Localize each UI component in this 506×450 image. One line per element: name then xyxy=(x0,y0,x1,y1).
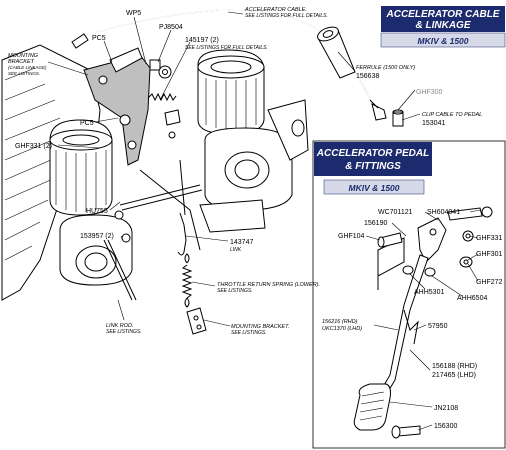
label-accel-cable-1: ACCELERATOR CABLE. xyxy=(244,7,307,13)
label-hu755: HU755 xyxy=(86,208,108,215)
label-ghf301: GHF301 xyxy=(476,251,503,258)
label-pj8504: PJ8504 xyxy=(159,24,183,31)
label-ferrule-2: 156638 xyxy=(356,73,379,80)
part-labels: WP5 PC5 PJ8504 MOUNTING BRACKET (CABLE L… xyxy=(8,7,503,430)
pedal-panel-title-1: ACCELERATOR PEDAL xyxy=(316,148,429,159)
carburettor-assembly-illustration xyxy=(1,44,309,335)
leader-lines xyxy=(47,11,481,431)
label-156300: 156300 xyxy=(434,423,457,430)
cable-panel-title-1: ACCELERATOR CABLE xyxy=(386,9,500,20)
label-156190: 156190 xyxy=(364,220,387,227)
label-link: LINK xyxy=(230,247,242,253)
label-ghf300: GHF300 xyxy=(416,89,443,96)
label-145197: 145197 (2) xyxy=(185,37,219,44)
label-link-rod-2: SEE LISTINGS. xyxy=(106,329,142,335)
label-156216-rhd: 156216 (RHD) xyxy=(322,319,358,325)
label-ahh5301: AHH5301 xyxy=(414,289,444,296)
label-mounting-bracket-low-1: MOUNTING BRACKET. xyxy=(231,324,289,330)
pedal-illustration xyxy=(353,206,493,439)
label-ghf272: GHF272 xyxy=(476,279,503,286)
label-clip-cable-1: CLIP CABLE TO PEDAL xyxy=(422,112,482,118)
label-ghf104: GHF104 xyxy=(338,233,365,240)
label-145197-note: SEE LISTINGS FOR FULL DETAILS. xyxy=(185,45,268,51)
label-ahh6504: AHH6504 xyxy=(457,295,487,302)
label-throttle-2: SEE LISTINGS. xyxy=(217,288,253,294)
label-mounting-bracket-top-4: SEE LISTINGS. xyxy=(8,71,40,76)
label-link-rod-1: LINK ROD. xyxy=(106,323,134,329)
label-217465: 217465 (LHD) xyxy=(432,372,476,379)
label-accel-cable-2: SEE LISTINGS FOR FULL DETAILS. xyxy=(245,13,328,19)
pedal-panel-subtitle: MKIV & 1500 xyxy=(348,183,399,193)
label-pc5-mid: PC5 xyxy=(80,120,94,127)
label-143747: 143747 xyxy=(230,239,253,246)
label-jn2108: JN2108 xyxy=(434,405,458,412)
label-clip-cable-2: 153041 xyxy=(422,120,445,127)
cable-panel-header: ACCELERATOR CABLE & LINKAGE MKIV & 1500 xyxy=(380,6,506,48)
label-wc701121: WC701121 xyxy=(378,209,413,216)
cable-panel-subtitle: MKIV & 1500 xyxy=(417,36,468,46)
label-sh604041: SH604041 xyxy=(427,209,460,216)
ferrule xyxy=(317,26,356,79)
pedal-panel-title-2: & FITTINGS xyxy=(345,161,401,172)
label-mounting-bracket-top-3: (CABLE LINKAGE) xyxy=(8,65,47,70)
cable-panel-title-2: & LINKAGE xyxy=(416,20,471,31)
label-throttle-1: THROTTLE RETURN SPRING (LOWER). xyxy=(217,282,320,288)
label-ukc1370-lhd: UKC1370 (LHD) xyxy=(322,326,362,332)
label-mounting-bracket-low-2: SEE LISTINGS. xyxy=(231,330,267,336)
label-57950: 57950 xyxy=(428,323,448,330)
label-mounting-bracket-top-2: BRACKET xyxy=(8,59,35,65)
label-wp5: WP5 xyxy=(126,10,141,17)
label-mounting-bracket-top-1: MOUNTING xyxy=(8,53,39,59)
label-153957: 153957 (2) xyxy=(80,233,114,240)
label-ghf331-right: GHF331 xyxy=(476,235,503,242)
label-pc5-top: PC5 xyxy=(92,35,106,42)
label-ferrule-1: FERRULE (1500 ONLY) xyxy=(356,65,415,71)
label-ghf331-left: GHF331 (2) xyxy=(15,143,52,150)
label-156188: 156188 (RHD) xyxy=(432,363,477,370)
